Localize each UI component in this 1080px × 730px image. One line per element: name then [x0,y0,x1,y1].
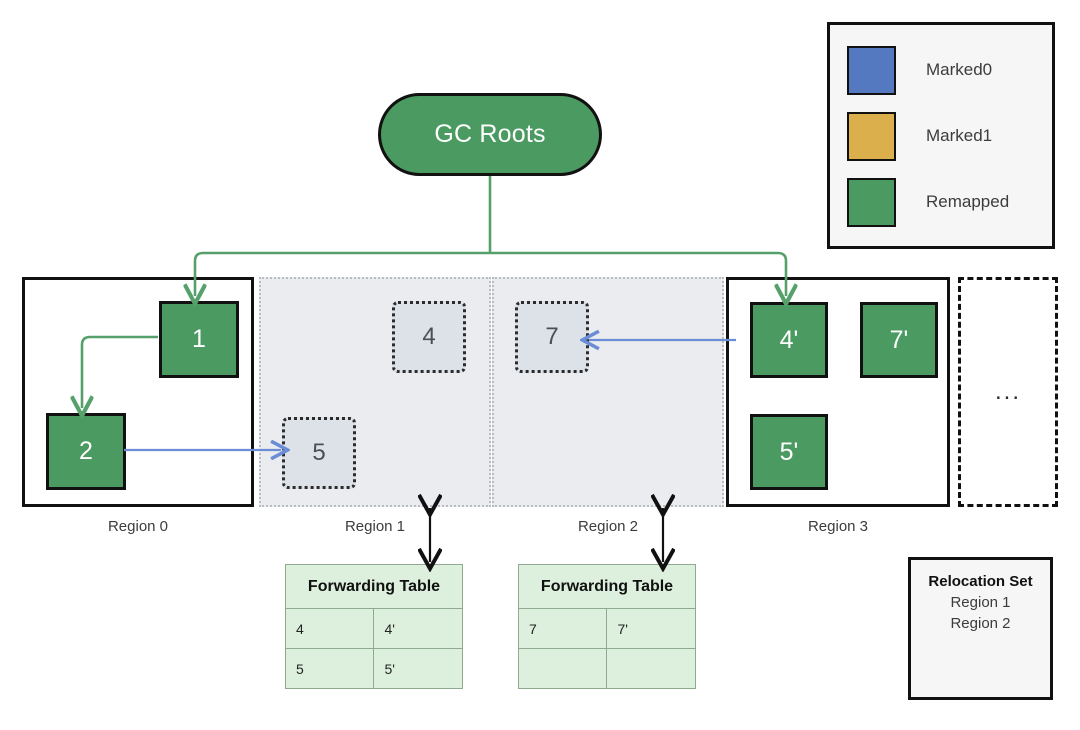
object-4-label: 4 [422,323,436,350]
object-4[interactable]: 4 [392,301,466,373]
region-2-label: Region 2 [577,518,639,535]
object-7-prime[interactable]: 7' [860,302,938,378]
object-4-prime[interactable]: 4' [750,302,828,378]
legend-item-remapped: Remapped [847,173,1052,231]
object-7[interactable]: 7 [515,301,589,373]
region-1[interactable]: 4 5 [259,277,491,507]
relocation-set-title: Relocation Set [928,573,1033,590]
object-5-prime-label: 5' [779,437,799,466]
relocation-set-item-0: Region 1 [950,594,1011,611]
object-2[interactable]: 2 [46,413,126,490]
fwd2-row1-from [517,648,608,689]
region-3-label: Region 3 [807,518,869,535]
fwd1-row0-to: 4' [373,608,463,649]
table-header-row: Forwarding Table [518,564,696,609]
ellipsis-label: ... [994,378,1021,406]
fwd1-row0-from: 4 [284,608,375,649]
object-2-label: 2 [79,437,93,465]
object-7-prime-label: 7' [889,325,909,354]
table-row [517,648,696,689]
relocation-set-item-1: Region 2 [950,615,1011,632]
table-row: 4 4' [284,608,463,649]
legend-label-marked1: Marked1 [926,126,993,145]
region-3[interactable]: 4' 7' 5' [726,277,950,507]
object-1-label: 1 [192,325,206,353]
table-row: 7 7' [517,608,696,649]
forwarding-table-1-title: Forwarding Table [285,564,463,609]
object-1[interactable]: 1 [159,301,239,378]
object-5-label: 5 [312,439,326,466]
object-5-prime[interactable]: 5' [750,414,828,490]
region-0-label: Region 0 [107,518,169,535]
forwarding-table-region-2: Forwarding Table 7 7' [517,564,696,689]
marked0-swatch-icon [847,45,896,95]
fwd2-row0-to: 7' [606,608,696,649]
legend-label-marked0: Marked0 [926,60,993,79]
fwd1-row1-from: 5 [284,648,375,689]
marked1-swatch-icon [847,111,896,161]
fwd2-row1-to [606,648,696,689]
region-2[interactable]: 7 [492,277,724,507]
table-header-row: Forwarding Table [285,564,463,609]
remapped-swatch-icon [847,177,896,227]
object-5[interactable]: 5 [282,417,356,489]
region-0[interactable]: 1 2 [22,277,254,507]
object-7-label: 7 [545,323,559,350]
fwd2-row0-from: 7 [517,608,608,649]
legend-item-marked0: Marked0 [847,41,1052,99]
forwarding-table-region-1: Forwarding Table 4 4' 5 5' [284,564,463,689]
region-1-label: Region 1 [344,518,406,535]
forwarding-table-2-title: Forwarding Table [518,564,696,609]
relocation-set-panel: Relocation Set Region 1 Region 2 [908,557,1053,700]
fwd1-row1-to: 5' [373,648,463,689]
gc-roots-node[interactable]: GC Roots [378,93,602,176]
more-regions-placeholder: ... [958,277,1058,507]
object-4-prime-label: 4' [779,325,799,354]
legend-label-remapped: Remapped [926,192,1010,211]
legend-panel: Marked0 Marked1 Remapped [827,22,1055,249]
gc-roots-label: GC Roots [434,120,546,148]
table-row: 5 5' [284,648,463,689]
legend-item-marked1: Marked1 [847,107,1052,165]
